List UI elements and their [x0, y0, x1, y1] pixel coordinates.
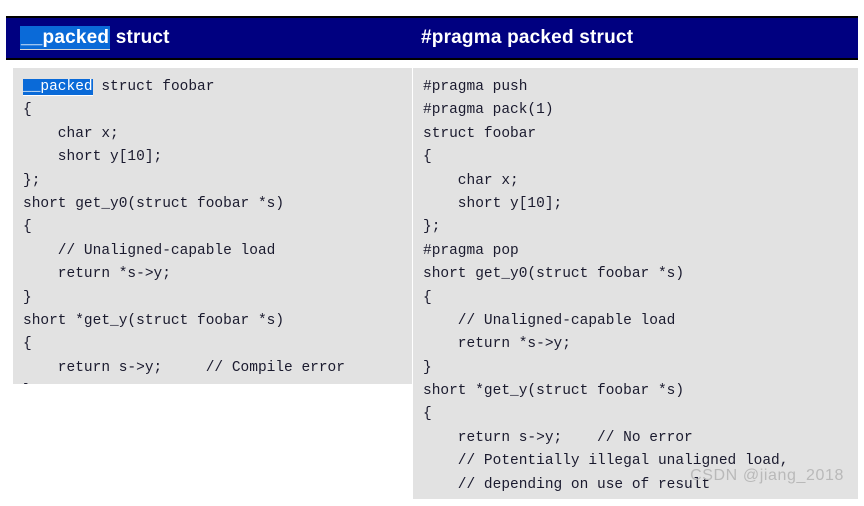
code-text: struct foobar: [92, 79, 215, 95]
code-line: {: [23, 333, 412, 356]
code-line: short y[10];: [423, 193, 858, 216]
code-text: }: [23, 289, 32, 306]
code-text: char x;: [423, 172, 519, 189]
code-text: {: [423, 406, 432, 423]
code-text: short *get_y(struct foobar *s): [423, 383, 685, 400]
code-line: }: [23, 380, 412, 384]
code-line: }: [423, 497, 858, 499]
code-line: };: [23, 170, 412, 193]
code-text: short *get_y(struct foobar *s): [23, 312, 285, 329]
code-text: struct foobar: [423, 125, 537, 142]
left-code-block: __packed struct foobar { char x; short y[…: [23, 76, 412, 384]
code-text: // Unaligned-capable load: [423, 312, 676, 329]
code-line: return *s->y;: [423, 333, 858, 356]
code-line: {: [23, 216, 412, 239]
code-line: {: [423, 146, 858, 169]
code-line: #pragma pack(1): [423, 99, 858, 122]
code-text: short get_y0(struct foobar *s): [423, 266, 685, 283]
right-code-block: #pragma push #pragma pack(1) struct foobar…: [423, 76, 858, 499]
code-text: return *s->y;: [23, 266, 171, 283]
code-text: return s->y; // Compile error: [23, 359, 345, 376]
code-text: {: [23, 102, 32, 119]
left-code-panel: __packed struct foobar { char x; short y[…: [13, 68, 412, 384]
code-line: short get_y0(struct foobar *s): [23, 193, 412, 216]
code-line: __packed struct foobar: [23, 76, 412, 99]
code-text: #pragma push: [423, 79, 528, 95]
code-line: // depending on use of result: [423, 474, 858, 497]
code-line: return s->y; // Compile error: [23, 357, 412, 380]
code-text: short y[10];: [423, 195, 563, 212]
code-line: #pragma pop: [423, 240, 858, 263]
code-line: }: [423, 357, 858, 380]
code-line: // Unaligned-capable load: [423, 310, 858, 333]
left-column-heading: __packed struct: [20, 26, 170, 50]
code-line: struct foobar: [423, 123, 858, 146]
code-line: #pragma push: [423, 76, 858, 99]
code-text: short y[10];: [23, 149, 163, 166]
comparison-header-bar: __packed struct #pragma packed struct: [6, 16, 858, 60]
code-line: };: [423, 216, 858, 239]
code-text: };: [23, 172, 41, 189]
code-line: {: [423, 287, 858, 310]
right-column-heading: #pragma packed struct: [421, 27, 634, 48]
code-line: {: [423, 403, 858, 426]
code-text: // depending on use of result: [423, 476, 711, 493]
code-text: }: [423, 359, 432, 376]
code-text: {: [423, 289, 432, 306]
code-text: char x;: [23, 125, 119, 142]
header-cell-right: #pragma packed struct: [413, 18, 858, 58]
code-line: // Potentially illegal unaligned load,: [423, 450, 858, 473]
code-line: // Unaligned-capable load: [23, 240, 412, 263]
code-line: char x;: [23, 123, 412, 146]
code-text: #pragma pack(1): [423, 102, 554, 119]
code-text: }: [23, 383, 32, 384]
code-line: short *get_y(struct foobar *s): [423, 380, 858, 403]
code-text: #pragma pop: [423, 242, 519, 259]
code-line: }: [23, 287, 412, 310]
code-text: };: [423, 219, 441, 236]
code-text: return *s->y;: [423, 336, 571, 353]
code-text: {: [23, 336, 32, 353]
code-highlighted-token: __packed: [23, 79, 93, 96]
header-cell-left: __packed struct: [6, 18, 413, 58]
code-line: return *s->y;: [23, 263, 412, 286]
code-line: char x;: [423, 170, 858, 193]
code-text: // Unaligned-capable load: [23, 242, 276, 259]
left-heading-highlighted-keyword: __packed: [20, 26, 111, 50]
code-line: short get_y0(struct foobar *s): [423, 263, 858, 286]
code-text: return s->y; // No error: [423, 429, 693, 446]
code-line: short y[10];: [23, 146, 412, 169]
right-code-panel: #pragma push #pragma pack(1) struct foobar…: [413, 68, 858, 499]
code-text: // Potentially illegal unaligned load,: [423, 453, 789, 470]
code-text: {: [23, 219, 32, 236]
code-text: short get_y0(struct foobar *s): [23, 195, 285, 212]
code-text: {: [423, 149, 432, 166]
code-line: return s->y; // No error: [423, 427, 858, 450]
code-line: short *get_y(struct foobar *s): [23, 310, 412, 333]
left-heading-rest: struct: [110, 27, 170, 48]
code-line: {: [23, 99, 412, 122]
